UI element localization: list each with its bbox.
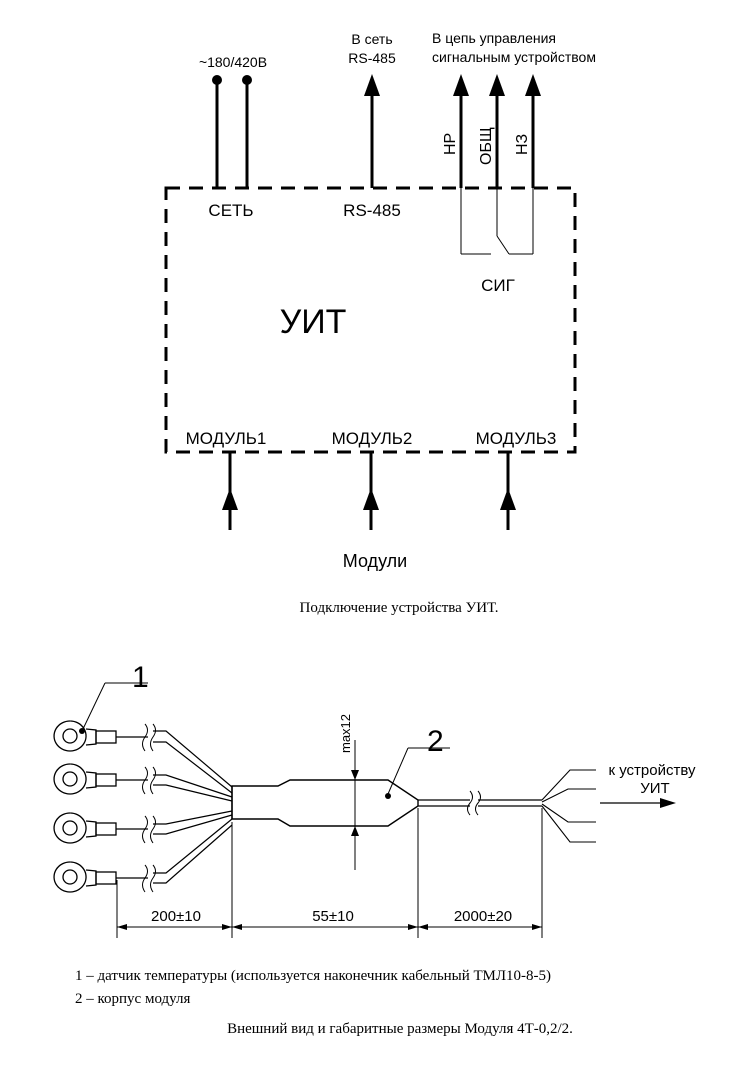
power-label: ~180/420В: [199, 54, 267, 70]
ring-lug-icon: [53, 812, 148, 844]
callout-2-label: 2: [427, 725, 444, 758]
port-modul3-label: МОДУЛЬ3: [476, 429, 557, 448]
ring-lug-icon: [53, 861, 148, 893]
sensor-wires: [153, 730, 233, 884]
dimension-lines: [116, 808, 543, 938]
wire-nz-label: НЗ: [514, 134, 531, 155]
control-label-line1: В цепь управления: [432, 30, 556, 46]
terminal-dot-icon: [242, 75, 252, 85]
module-arrows: [222, 452, 516, 530]
rs485-label-line2: RS-485: [348, 50, 396, 66]
connection-diagram: ~180/420В В сеть RS-485 В цепь управлени…: [164, 30, 596, 616]
to-device-line1: к устройству: [608, 762, 696, 779]
diagram1-caption: Подключение устройства УИТ.: [300, 600, 499, 616]
output-cable: [418, 769, 596, 843]
legend-item-2: 2 – корпус модуля: [75, 991, 190, 1007]
legend-item-1: 1 – датчик температуры (используется нак…: [75, 968, 551, 984]
wire-obsh-label: ОБЩ: [478, 127, 495, 165]
port-set-label: СЕТЬ: [208, 201, 253, 220]
control-label-line2: сигнальным устройством: [432, 49, 596, 65]
relay-contacts: [460, 188, 534, 255]
ring-lugs: [53, 720, 148, 893]
device-box: [164, 186, 577, 454]
to-device-arrow: [600, 798, 676, 808]
rs485-arrow: [364, 74, 380, 188]
modules-label: Модули: [343, 551, 407, 571]
arrow-up-icon: [489, 74, 505, 96]
arrow-up-icon: [500, 488, 516, 510]
device-label: УИТ: [280, 303, 347, 341]
port-modul2-label: МОДУЛЬ2: [332, 429, 413, 448]
arrow-up-icon: [222, 488, 238, 510]
dim-200-label: 200±10: [151, 908, 201, 925]
port-modul1-label: МОДУЛЬ1: [186, 429, 267, 448]
callout-1-label: 1: [132, 661, 149, 694]
wire-nr-label: НР: [442, 133, 459, 155]
dim-2000-label: 2000±20: [454, 908, 512, 925]
diagram2-caption: Внешний вид и габаритные размеры Модуля …: [227, 1021, 573, 1037]
power-terminals: [212, 75, 252, 188]
dim-55-label: 55±10: [312, 908, 354, 925]
module-drawing: 1: [53, 661, 696, 1037]
arrow-up-icon: [364, 74, 380, 96]
dimension-max12: [351, 740, 359, 870]
ring-lug-icon: [53, 763, 148, 795]
control-arrows: [453, 74, 541, 188]
arrow-right-icon: [660, 798, 676, 808]
module-body: [231, 779, 419, 827]
arrow-up-icon: [453, 74, 469, 96]
rs485-label-line1: В сеть: [351, 31, 392, 47]
ring-lug-icon: [53, 720, 148, 752]
arrow-up-icon: [363, 488, 379, 510]
terminal-dot-icon: [212, 75, 222, 85]
port-rs485-label: RS-485: [343, 201, 401, 220]
break-marks: [142, 723, 156, 893]
dim-max12-label: max12: [338, 714, 353, 753]
arrow-up-icon: [525, 74, 541, 96]
module-marker-dot: [385, 793, 391, 799]
port-sig-label: СИГ: [481, 276, 515, 295]
to-device-line2: УИТ: [640, 780, 669, 797]
